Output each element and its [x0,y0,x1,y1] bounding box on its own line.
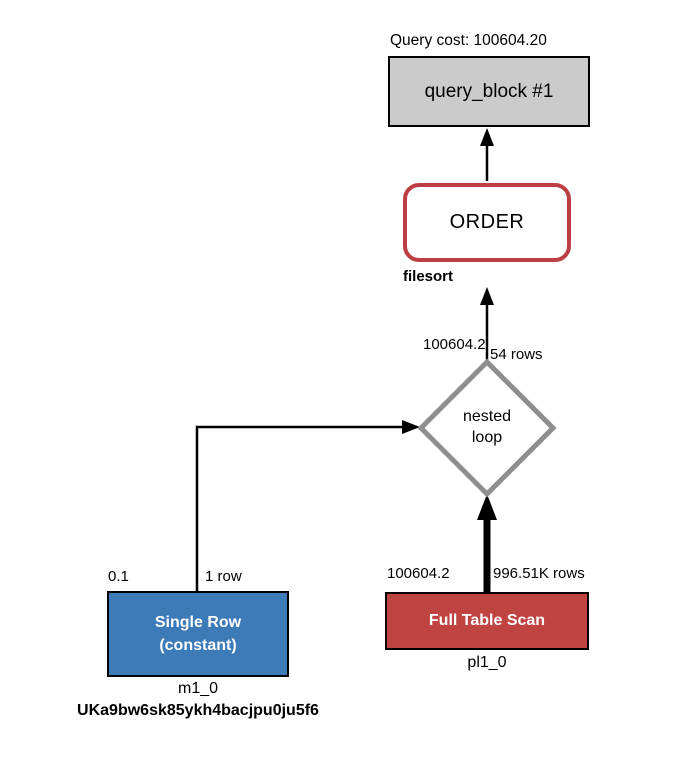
single-row-key-label: UKa9bw6sk85ykh4bacjpu0ju5f6 [77,702,319,719]
edge-line [195,425,403,591]
edge-nested-loop-to-order [480,287,494,362]
single-row-node[interactable]: Single Row (constant) [107,591,289,677]
arrow-right-head-icon [402,420,420,434]
single-row-label-line1: Single Row [154,613,242,631]
edge-single-row-to-nested-loop [195,420,420,591]
full-table-scan-rows-label: 996.51K rows [493,565,585,582]
nested-loop-label: nested loop [427,404,547,452]
query-block-label: query_block #1 [424,80,554,102]
nested-loop-rows-label: 54 rows [490,346,543,363]
edge-full-table-scan-to-nested-loop [477,494,497,592]
order-label: ORDER [449,211,525,233]
full-table-scan-table-label: pl1_0 [467,654,507,671]
single-row-rows-label: 1 row [205,568,242,585]
query-cost-label: Query cost: 100604.20 [390,32,547,49]
nested-loop-label-line1: nested [462,408,512,426]
full-table-scan-cost-label: 100604.2 [387,565,450,582]
nested-loop-label-line2: loop [471,429,503,446]
order-node[interactable]: ORDER [403,183,571,262]
query-block-node[interactable]: query_block #1 [388,56,590,127]
full-table-scan-node[interactable]: Full Table Scan [385,592,589,650]
single-row-table-label: m1_0 [177,680,219,697]
nested-loop-cost-label: 100604.2 [423,336,486,353]
full-table-scan-label: Full Table Scan [428,612,546,629]
single-row-label-line2: (constant) [159,637,237,654]
nested-loop-node[interactable] [417,358,557,498]
single-row-cost-label: 0.1 [108,568,129,585]
arrow-up-head-icon [477,494,497,520]
filesort-label: filesort [403,268,454,285]
arrow-up-head-icon [480,287,494,305]
arrow-up-head-icon [480,128,494,146]
edge-order-to-query-block [480,128,494,181]
